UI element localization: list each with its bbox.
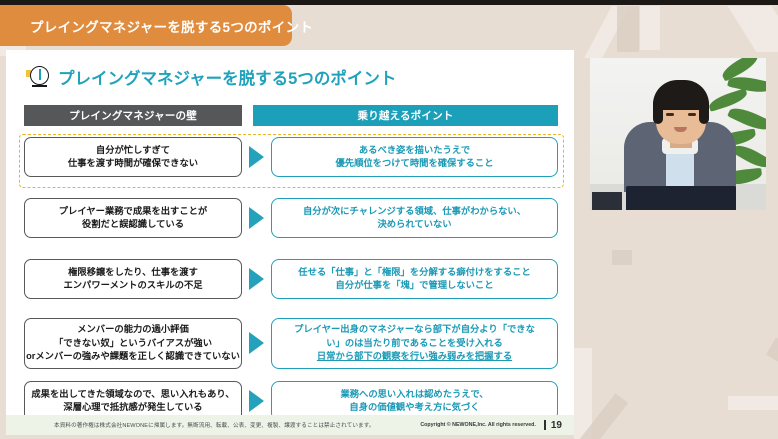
footer-notice: 本資料の著作権は株式会社NEWONEに帰属します。無断流用、転載、公表、変更、複…	[54, 423, 375, 429]
point-cell-line: い」のは当たり前であることを受け入れる	[326, 337, 503, 348]
wall-cell: 権限移譲をしたり、仕事を渡すエンパワーメントのスキルの不足	[24, 259, 242, 299]
point-cell-line: 自分が次にチャレンジする領域、仕事がわからない、	[302, 205, 527, 216]
arrow-icon	[242, 390, 271, 412]
bg-shape-4	[617, 6, 639, 52]
point-cell: 業務への思い入れは認めたうえで、自身の価値観や考え方に気づく	[271, 381, 558, 421]
bg-shape-6	[574, 348, 592, 439]
arrow-icon	[242, 207, 271, 229]
presenter-hair-right	[699, 98, 709, 124]
point-cell-line: 優先順位をつけて時間を確保すること	[335, 158, 494, 168]
footer-copyright: Copyright © NEWONE,Inc. All rights reser…	[420, 422, 536, 428]
wall-cell-line: 自分が忙しすぎて	[95, 144, 171, 155]
table-row: 自分が忙しすぎて仕事を渡す時間が確保できないあるべき姿を描いたうえで優先順位をつ…	[24, 137, 558, 177]
clock-check-icon	[26, 64, 52, 90]
table-row: 成果を出してきた領域なので、思い入れもあり、深層心理で抵抗感が発生している業務へ…	[24, 381, 558, 421]
table-header-point-label: 乗り越えるポイント	[357, 110, 454, 122]
arrow-icon	[242, 332, 271, 355]
point-cell: あるべき姿を描いたうえで優先順位をつけて時間を確保すること	[271, 137, 558, 177]
arrow-icon	[242, 268, 271, 290]
point-cell-line: 任せる「仕事」と「権限」を分解する癖付けをすること	[298, 266, 531, 277]
presenter-eye-right	[688, 113, 696, 116]
presenter-hair-left	[653, 98, 663, 124]
laptop	[626, 186, 736, 210]
table-row: 権限移譲をしたり、仕事を渡すエンパワーメントのスキルの不足任せる「仕事」と「権限…	[24, 259, 558, 299]
arrow-icon	[242, 146, 271, 168]
wall-cell-line: 深層心理で抵抗感が発生している	[63, 402, 203, 412]
point-cell: プレイヤー出身のマネジャーなら部下が自分より「できない」のは当たり前であることを…	[271, 318, 558, 369]
point-cell: 任せる「仕事」と「権限」を分解する癖付けをすること自分が仕事を「塊」で管理しない…	[271, 259, 558, 299]
wall-cell-line: メンバーの能力の過小評価	[77, 324, 189, 334]
wall-cell-line: 「できない奴」というバイアスが強い	[53, 337, 213, 348]
presenter-eye-left	[666, 113, 674, 116]
point-cell-line: 日常から部下の観察を行い強み弱みを把握する	[316, 351, 513, 361]
table-header-point: 乗り越えるポイント	[253, 105, 558, 126]
bg-shape-2	[640, 6, 660, 50]
wall-cell-line: プレイヤー業務で成果を出すことが	[58, 205, 208, 216]
slide-canvas: プレイングマネジャーを脱する5つのポイント プレイングマネジャーの壁 乗り越える…	[6, 50, 574, 435]
point-cell-line: プレイヤー出身のマネジャーなら部下が自分より「できな	[294, 324, 535, 334]
page-number: 19	[550, 419, 562, 431]
presenter-hair	[653, 80, 709, 110]
slide-title-tab-label: プレイングマネジャーを脱する5つのポイント	[30, 19, 314, 35]
side-monitor	[592, 192, 622, 210]
point-cell-line: 自分が仕事を「塊」で管理しないこと	[335, 280, 494, 290]
wall-cell-line: 仕事を渡す時間が確保できない	[67, 158, 199, 168]
wall-cell-line: orメンバーの強みや課題を正しく認識できていない	[26, 351, 240, 361]
wall-cell-line: 役割だと誤認識している	[82, 219, 184, 229]
wall-cell: 自分が忙しすぎて仕事を渡す時間が確保できない	[24, 137, 242, 177]
bg-shape-5	[612, 250, 632, 265]
table-header-wall-label: プレイングマネジャーの壁	[69, 110, 197, 122]
slide-title-tab: プレイングマネジャーを脱する5つのポイント	[0, 5, 313, 46]
wall-cell-line: 成果を出してきた領域なので、思い入れもあり、	[31, 388, 235, 399]
page-title: プレイングマネジャーを脱する5つのポイント	[58, 70, 397, 88]
presenter-video-panel[interactable]	[590, 58, 766, 210]
point-cell-line: 自身の価値観や考え方に気づく	[349, 402, 480, 412]
table-header-wall: プレイングマネジャーの壁	[24, 105, 242, 126]
wall-cell-line: エンパワーメントのスキルの不足	[63, 280, 203, 290]
top-black-strip	[0, 0, 778, 5]
point-cell-line: 決められていない	[377, 219, 452, 229]
wall-cell: 成果を出してきた領域なので、思い入れもあり、深層心理で抵抗感が発生している	[24, 381, 242, 421]
wall-cell: メンバーの能力の過小評価「できない奴」というバイアスが強い orメンバーの強みや課…	[24, 318, 242, 369]
footer-divider	[543, 420, 546, 430]
wall-cell-line: 権限移譲をしたり、仕事を渡す	[68, 266, 198, 277]
bg-shape-9	[766, 337, 778, 363]
presenter-mouth	[674, 127, 687, 132]
point-cell-line: 業務への思い入れは認めたうえで、	[340, 388, 489, 399]
slide-footer: 本資料の著作権は株式会社NEWONEに帰属します。無断流用、転載、公表、変更、複…	[6, 415, 574, 435]
table-row: プレイヤー業務で成果を出すことが役割だと誤認識している自分が次にチャレンジする領…	[24, 198, 558, 238]
point-cell-line: あるべき姿を描いたうえで	[358, 144, 471, 155]
slide-heading: プレイングマネジャーを脱する5つのポイント	[26, 62, 566, 92]
wall-cell: プレイヤー業務で成果を出すことが役割だと誤認識している	[24, 198, 242, 238]
bg-shape-3	[727, 6, 778, 52]
table-row: メンバーの能力の過小評価「できない奴」というバイアスが強い orメンバーの強みや課…	[24, 318, 558, 369]
bg-shape-8	[728, 396, 778, 410]
point-cell: 自分が次にチャレンジする領域、仕事がわからない、決められていない	[271, 198, 558, 238]
